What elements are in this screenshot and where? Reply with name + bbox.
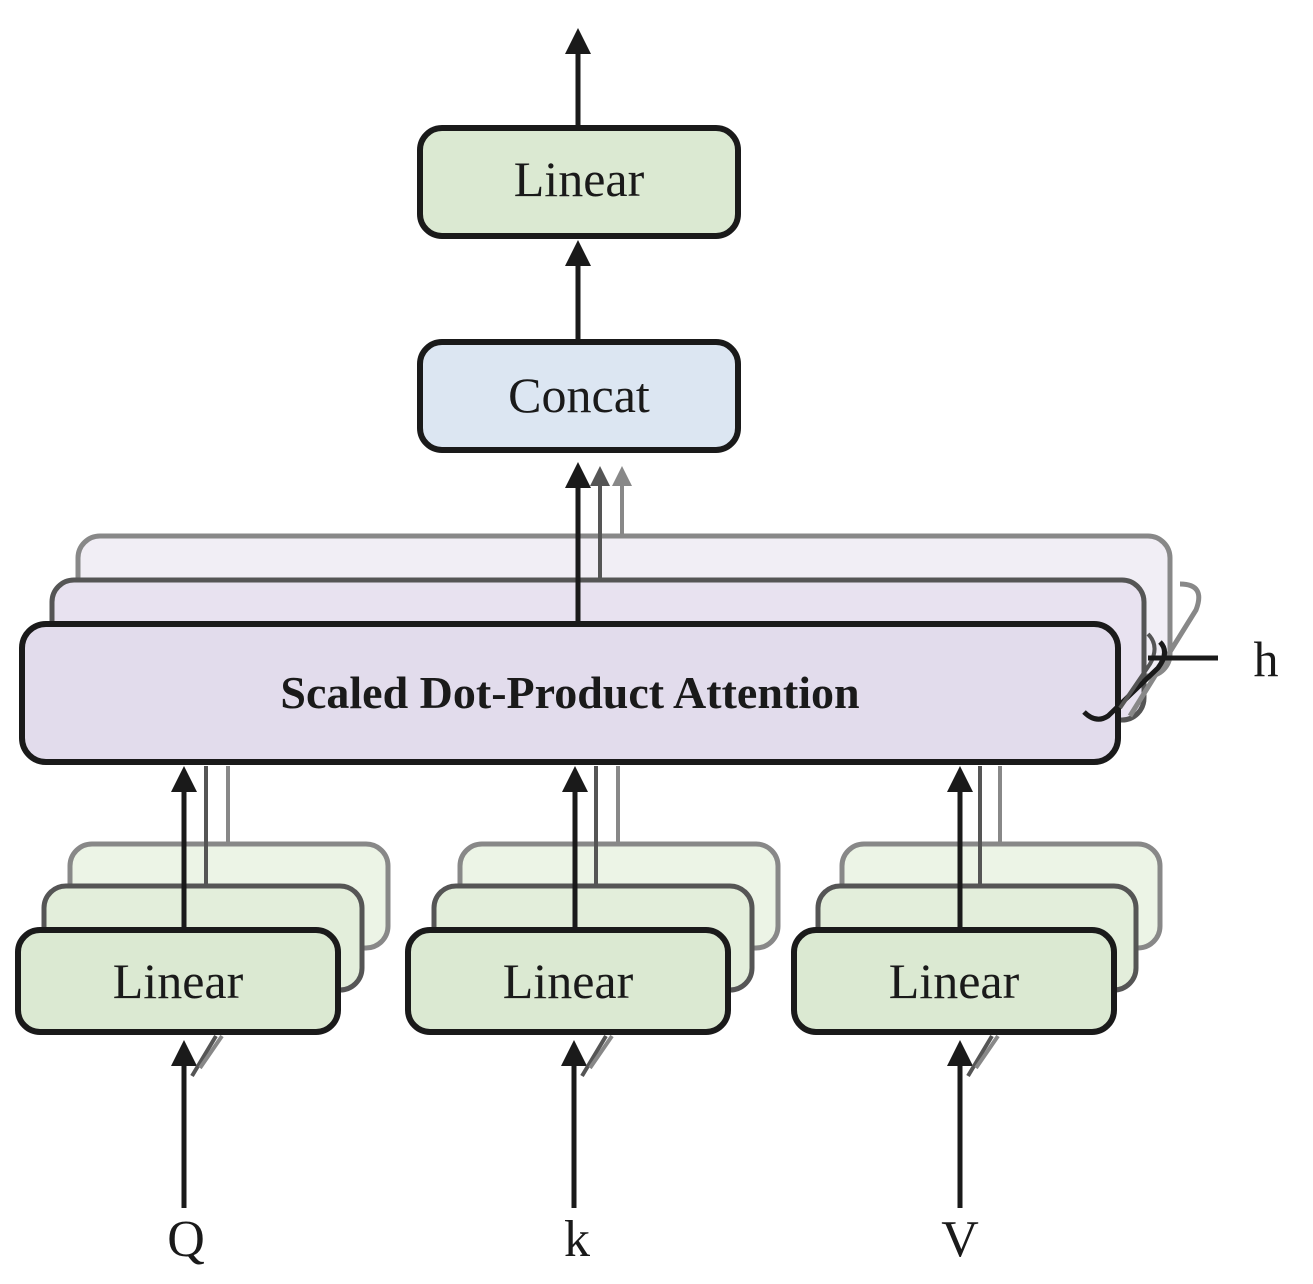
head-count-bracket: h (1082, 581, 1279, 722)
linear-stack-q: Linear Q (15, 766, 391, 1268)
input-k-label: k (564, 1211, 590, 1268)
linear-v-label: Linear (889, 953, 1020, 1009)
output-linear-label: Linear (514, 151, 645, 207)
concat-label: Concat (508, 367, 650, 423)
concat-to-linear-arrow (565, 240, 591, 342)
input-q-label: Q (167, 1211, 205, 1268)
attention-box: Scaled Dot-Product Attention (19, 621, 1121, 765)
attention-to-concat-arrows (565, 462, 632, 624)
input-v-label: V (941, 1211, 979, 1268)
attention-label: Scaled Dot-Product Attention (280, 667, 859, 718)
linear-q-label: Linear (113, 953, 244, 1009)
output-arrow (565, 28, 591, 128)
linear-stack-v: Linear V (791, 766, 1163, 1268)
head-count-label: h (1254, 631, 1279, 687)
concat-box: Concat (417, 339, 741, 453)
output-linear-box: Linear (417, 125, 741, 239)
linear-stack-k: Linear k (405, 766, 781, 1268)
linear-k-label: Linear (503, 953, 634, 1009)
